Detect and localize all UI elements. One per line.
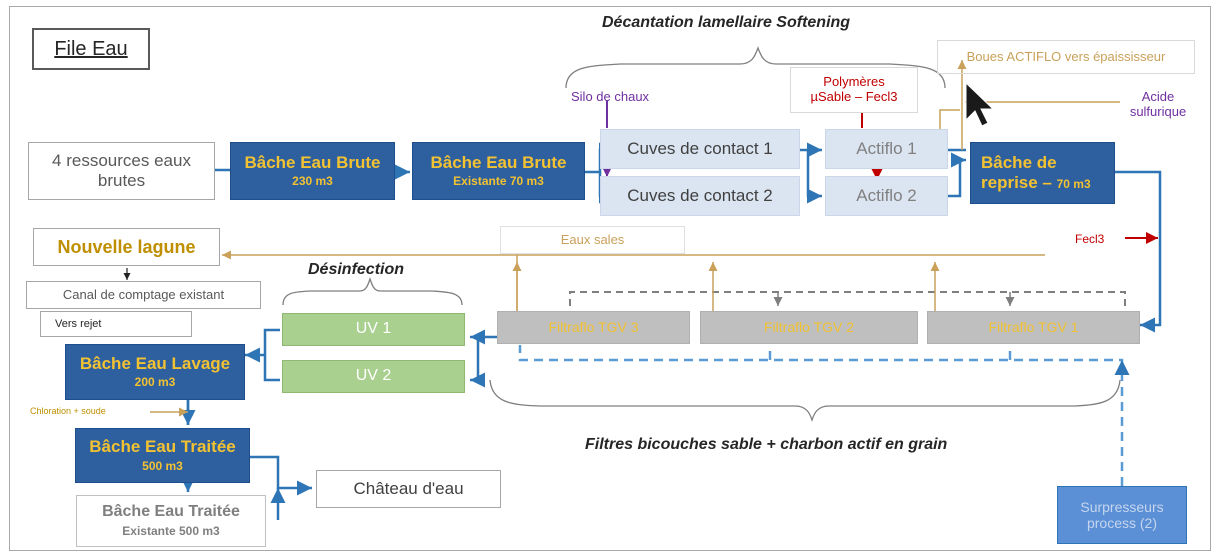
ressources-label: 4 ressources eaux brutes [52, 151, 191, 190]
softening-caption: Décantation lamellaire Softening [602, 14, 851, 31]
boues-actiflo-box: Boues ACTIFLO vers épaississeur [937, 40, 1195, 74]
bache-brute-70-title: Bâche Eau Brute [430, 152, 567, 172]
bache-reprise-volume: 70 m3 [1056, 177, 1091, 191]
cuves-1-label: Cuves de contact 1 [627, 139, 773, 159]
polymeres-line2: µSable – Fecl3 [810, 89, 898, 104]
bache-eau-brute-230: Bâche Eau Brute 230 m3 [230, 142, 395, 200]
bache-brute-70-volume: Existante 70 m3 [453, 174, 544, 189]
chateau-d-eau-box: Château d'eau [316, 470, 501, 508]
chloration-label: Chloration + soude [30, 406, 106, 416]
actiflo-1-label: Actiflo 1 [856, 139, 917, 159]
canal-comptage-box: Canal de comptage existant [26, 281, 261, 309]
filtraflo-3-label: Filtraflo TGV 3 [548, 319, 639, 336]
bache-reprise-line1: Bâche de [981, 153, 1057, 173]
surpresseurs-label: Surpresseurs process (2) [1080, 498, 1164, 531]
uv-1: UV 1 [282, 313, 465, 346]
acide-sulfurique-box: Acide sulfurique [1110, 80, 1206, 130]
bache-brute-230-volume: 230 m3 [292, 174, 333, 189]
bache-eau-traitee-existante: Bâche Eau Traitée Existante 500 m3 [76, 495, 266, 547]
acide-line1: Acide [1141, 89, 1175, 105]
silo-de-chaux-label: Silo de chaux [571, 89, 650, 104]
eaux-sales-box: Eaux sales [500, 226, 685, 254]
fecl3-label: Fecl3 [1075, 232, 1105, 246]
vers-rejet-box: Vers rejet [40, 311, 192, 337]
filtraflo-tgv-1: Filtraflo TGV 1 [927, 311, 1140, 344]
desinfection-caption: Désinfection [308, 261, 405, 278]
actiflo-2: Actiflo 2 [825, 176, 948, 216]
uv-2: UV 2 [282, 360, 465, 393]
bache-traitee-title: Bâche Eau Traitée [89, 437, 236, 457]
filtres-caption: Filtres bicouches sable + charbon actif … [585, 436, 948, 453]
nouvelle-lagune-label: Nouvelle lagune [57, 236, 196, 257]
bache-traitee-exist-title: Bâche Eau Traitée [102, 503, 240, 521]
filtraflo-tgv-3: Filtraflo TGV 3 [497, 311, 690, 344]
bache-traitee-exist-volume: Existante 500 m3 [122, 523, 220, 538]
eaux-sales-label: Eaux sales [560, 231, 625, 247]
actiflo-1: Actiflo 1 [825, 129, 948, 169]
diagram-title: File Eau [54, 37, 128, 60]
bache-reprise-line2: reprise – [981, 173, 1057, 192]
vers-rejet-label: Vers rejet [55, 317, 102, 330]
cuves-de-contact-1: Cuves de contact 1 [600, 129, 800, 169]
diagram-frame [9, 6, 1211, 551]
filtraflo-2-label: Filtraflo TGV 2 [764, 319, 854, 336]
canal-label: Canal de comptage existant [62, 286, 225, 302]
bache-eau-brute-70: Bâche Eau Brute Existante 70 m3 [412, 142, 585, 200]
polymeres-box: Polymères µSable – Fecl3 [790, 67, 918, 113]
nouvelle-lagune-box: Nouvelle lagune [33, 228, 220, 266]
cuves-2-label: Cuves de contact 2 [627, 186, 773, 206]
bache-lavage-title: Bâche Eau Lavage [79, 353, 231, 373]
cuves-de-contact-2: Cuves de contact 2 [600, 176, 800, 216]
bache-brute-230-title: Bâche Eau Brute [244, 152, 381, 172]
bache-eau-traitee: Bâche Eau Traitée 500 m3 [75, 428, 250, 483]
bache-traitee-volume: 500 m3 [142, 458, 183, 473]
ressources-box: 4 ressources eaux brutes [28, 142, 215, 200]
uv-1-label: UV 1 [355, 320, 392, 338]
bache-eau-lavage: Bâche Eau Lavage 200 m3 [65, 344, 245, 400]
uv-2-label: UV 2 [355, 367, 392, 385]
bache-lavage-volume: 200 m3 [134, 375, 176, 390]
boues-label: Boues ACTIFLO vers épaississeur [966, 48, 1166, 64]
surpresseurs-box: Surpresseurs process (2) [1057, 486, 1187, 544]
actiflo-2-label: Actiflo 2 [856, 186, 917, 206]
diagram-title-box: File Eau [32, 28, 150, 70]
bache-de-reprise: Bâche de reprise – 70 m3 [970, 142, 1115, 204]
acide-line2: sulfurique [1129, 104, 1187, 119]
chateau-label: Château d'eau [353, 479, 464, 499]
polymeres-line1: Polymères [823, 74, 885, 90]
filtraflo-tgv-2: Filtraflo TGV 2 [700, 311, 918, 344]
filtraflo-1-label: Filtraflo TGV 1 [988, 319, 1079, 336]
